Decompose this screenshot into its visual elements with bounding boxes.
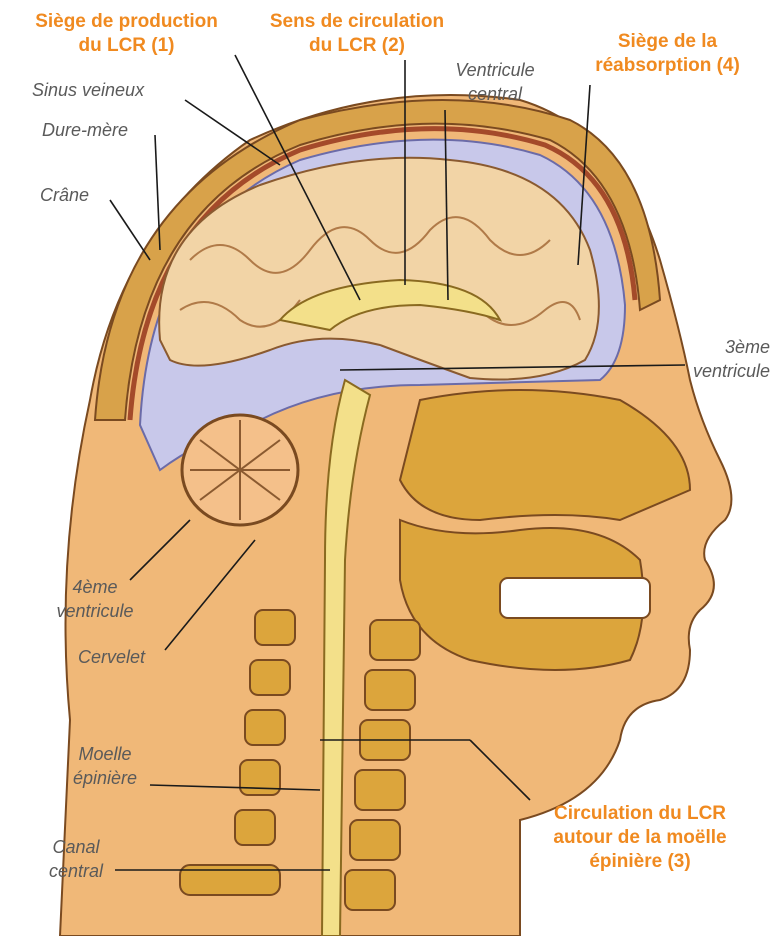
label-canal-central: Canal central bbox=[36, 835, 116, 883]
label-production-line1: Siège de production bbox=[14, 10, 239, 34]
label-reabsorption-line2: réabsorption (4) bbox=[575, 54, 760, 78]
label-autour-line3: épinière (3) bbox=[520, 850, 760, 874]
label-circulation-line1: Sens de circulation bbox=[252, 10, 462, 34]
label-autour-line2: autour de la moëlle bbox=[520, 826, 760, 850]
label-dure-mere: Dure-mère bbox=[42, 118, 128, 142]
label-4eme-ventricule: 4ème ventricule bbox=[40, 575, 150, 623]
label-crane: Crâne bbox=[40, 183, 89, 207]
teeth bbox=[500, 578, 650, 618]
label-3eme-line2: ventricule bbox=[655, 359, 770, 383]
label-3eme-ventricule: 3ème ventricule bbox=[655, 335, 770, 383]
label-canal-line2: central bbox=[36, 859, 116, 883]
label-circulation-autour: Circulation du LCR autour de la moëlle é… bbox=[520, 802, 760, 874]
label-ventricule-central-line1: Ventricule bbox=[440, 58, 550, 82]
label-3eme-line1: 3ème bbox=[655, 335, 770, 359]
label-ventricule-central: Ventricule central bbox=[440, 58, 550, 106]
label-cervelet: Cervelet bbox=[78, 645, 145, 669]
label-circulation-line2: du LCR (2) bbox=[252, 34, 462, 58]
label-moelle-line2: épinière bbox=[55, 766, 155, 790]
label-4eme-line2: ventricule bbox=[40, 599, 150, 623]
label-production-siege: Siège de production du LCR (1) bbox=[14, 10, 239, 58]
label-reabsorption: Siège de la réabsorption (4) bbox=[575, 30, 760, 78]
label-canal-line1: Canal bbox=[36, 835, 116, 859]
label-moelle-epiniere: Moelle épinière bbox=[55, 742, 155, 790]
label-circulation-sens: Sens de circulation du LCR (2) bbox=[252, 10, 462, 58]
label-moelle-line1: Moelle bbox=[55, 742, 155, 766]
label-ventricule-central-line2: central bbox=[440, 82, 550, 106]
label-reabsorption-line1: Siège de la bbox=[575, 30, 760, 54]
label-4eme-line1: 4ème bbox=[40, 575, 150, 599]
label-autour-line1: Circulation du LCR bbox=[520, 802, 760, 826]
label-sinus-veineux: Sinus veineux bbox=[32, 78, 144, 102]
label-production-line2: du LCR (1) bbox=[14, 34, 239, 58]
